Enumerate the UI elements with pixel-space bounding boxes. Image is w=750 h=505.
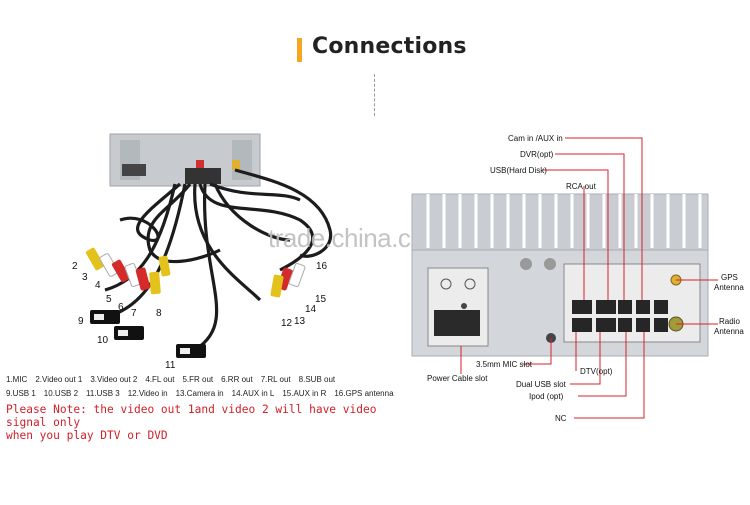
back-panel-illustration: Cam in /AUX in DVR(opt) USB(Hard Disk) R… bbox=[408, 128, 750, 428]
callout-7: 7 bbox=[131, 308, 137, 319]
label-nc: NC bbox=[555, 414, 567, 423]
legend-item: 6.RR out bbox=[221, 375, 253, 384]
power-connector bbox=[434, 310, 480, 336]
callout-15: 15 bbox=[315, 294, 327, 305]
watermark: trade.china.cn bbox=[268, 223, 424, 254]
legend-item: 14.AUX in L bbox=[232, 389, 275, 398]
header: Connections bbox=[0, 0, 750, 120]
back-panel-diagram: Cam in /AUX in DVR(opt) USB(Hard Disk) R… bbox=[408, 128, 750, 428]
callout-2: 2 bbox=[72, 261, 78, 272]
video-note: Please Note: the video out 1and video 2 … bbox=[6, 403, 406, 442]
callout-4: 4 bbox=[95, 280, 101, 291]
label-rca-out: RCA out bbox=[566, 182, 597, 191]
legend-item: 4.FL out bbox=[145, 375, 174, 384]
legend-item: 9.USB 1 bbox=[6, 389, 36, 398]
label-dvr-opt: DVR(opt) bbox=[520, 150, 554, 159]
legend-item: 8.SUB out bbox=[299, 375, 335, 384]
legend-item: 10.USB 2 bbox=[44, 389, 78, 398]
legend-row-2: 9.USB 1 10.USB 2 11.USB 3 12.Video in 13… bbox=[6, 386, 406, 400]
callout-12: 12 bbox=[281, 318, 293, 329]
legend-item: 11.USB 3 bbox=[86, 389, 120, 398]
legend-item: 7.RL out bbox=[261, 375, 291, 384]
label-radio-antenna-2: Antenna bbox=[714, 327, 744, 336]
side-connector bbox=[122, 164, 146, 176]
label-dtv-opt: DTV(opt) bbox=[580, 367, 613, 376]
red-plug bbox=[196, 160, 204, 168]
label-power-cable-slot: Power Cable slot bbox=[427, 374, 488, 383]
note-line-1: Please Note: the video out 1and video 2 … bbox=[6, 403, 406, 429]
label-radio-antenna-1: Radio bbox=[719, 317, 740, 326]
legend-item: 2.Video out 1 bbox=[35, 375, 82, 384]
screw-left bbox=[520, 258, 532, 270]
label-gps-antenna-1: GPS bbox=[721, 273, 738, 282]
rca-plug-cluster bbox=[85, 247, 305, 298]
label-usb-hard-disk: USB(Hard Disk) bbox=[490, 166, 547, 175]
title-accent-bar bbox=[297, 38, 302, 62]
callout-3: 3 bbox=[82, 272, 88, 283]
page-title: Connections bbox=[312, 34, 467, 59]
label-mic-slot: 3.5mm MIC slot bbox=[476, 360, 533, 369]
callout-11: 11 bbox=[165, 360, 176, 370]
callout-14: 14 bbox=[305, 304, 317, 315]
callout-16: 16 bbox=[316, 261, 328, 272]
heatsink-fins bbox=[412, 194, 708, 250]
label-gps-antenna-2: Antenna bbox=[714, 283, 744, 292]
screw-right bbox=[544, 258, 556, 270]
legend-item: 16.GPS antenna bbox=[334, 389, 393, 398]
legend-item: 1.MIC bbox=[6, 375, 27, 384]
label-dual-usb-slot: Dual USB slot bbox=[516, 380, 567, 389]
callout-5: 5 bbox=[106, 294, 112, 305]
callout-8: 8 bbox=[156, 308, 162, 319]
callout-6: 6 bbox=[118, 302, 124, 313]
label-ipod-opt: Ipod (opt) bbox=[529, 392, 564, 401]
title-divider bbox=[374, 74, 375, 116]
callout-13: 13 bbox=[294, 316, 306, 327]
callout-10: 10 bbox=[97, 335, 109, 346]
usb-plugs bbox=[90, 310, 206, 358]
legend-row-1: 1.MIC 2.Video out 1 3.Video out 2 4.FL o… bbox=[6, 372, 406, 386]
legend-item: 12.Video in bbox=[128, 389, 168, 398]
alignment-hole bbox=[461, 303, 467, 309]
gps-plug bbox=[232, 160, 240, 170]
legend-item: 5.FR out bbox=[182, 375, 213, 384]
legend-item: 13.Camera in bbox=[176, 389, 224, 398]
legend-item: 15.AUX in R bbox=[282, 389, 326, 398]
legend-item: 3.Video out 2 bbox=[90, 375, 137, 384]
note-line-2: when you play DTV or DVD bbox=[6, 429, 406, 442]
main-connector bbox=[185, 168, 221, 184]
label-cam-in-aux-in: Cam in /AUX in bbox=[508, 134, 563, 143]
connection-legend: 1.MIC 2.Video out 1 3.Video out 2 4.FL o… bbox=[6, 372, 406, 400]
callout-9: 9 bbox=[78, 316, 84, 327]
